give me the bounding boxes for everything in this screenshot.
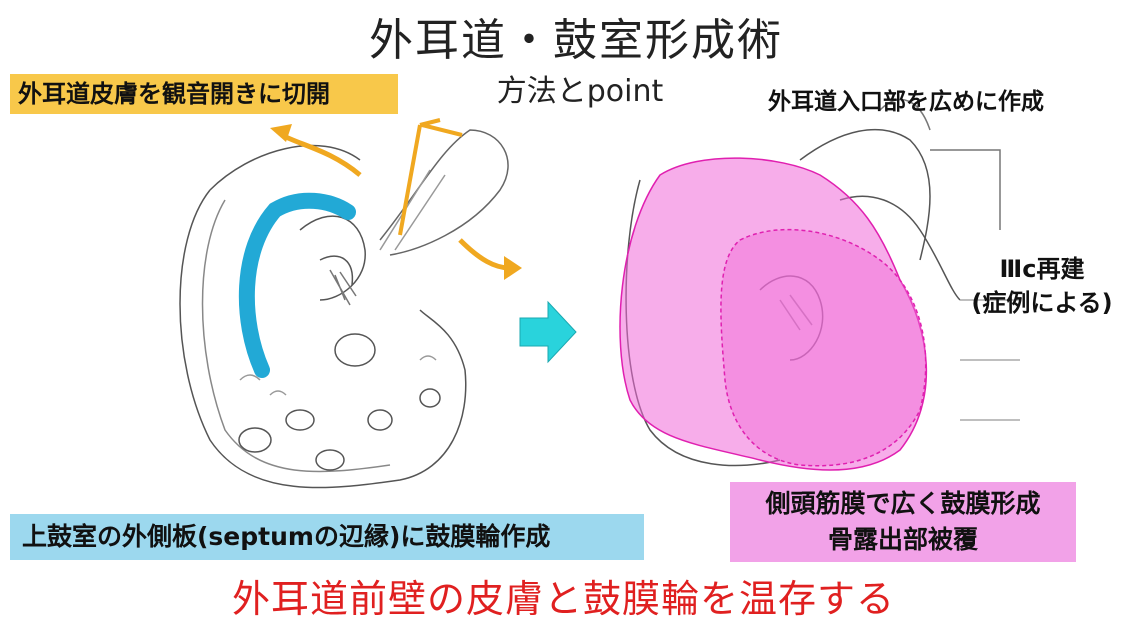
footer-note: 外耳道前壁の皮膚と鼓膜輪を温存する: [0, 568, 1127, 623]
left-ear-sketch: [180, 130, 508, 488]
arrow-head-right: [504, 256, 522, 280]
septum-highlight: [247, 201, 348, 370]
fascia-overlay-inner: [721, 230, 926, 466]
reconstruction-line2: (症例による): [958, 286, 1126, 320]
reconstruction-label: Ⅲc再建 (症例による): [958, 252, 1126, 320]
fascia-line1: 側頭筋膜で広く鼓膜形成: [730, 486, 1076, 522]
fascia-line2: 骨露出部被覆: [730, 522, 1076, 558]
fascia-label: 側頭筋膜で広く鼓膜形成 骨露出部被覆: [730, 482, 1076, 562]
page-title: 外耳道・鼓室形成術: [356, 4, 796, 68]
speculum-icon: [400, 120, 462, 235]
canal-entrance-label: 外耳道入口部を広めに作成: [768, 82, 1044, 116]
reconstruction-line1: Ⅲc再建: [958, 252, 1126, 286]
page-subtitle: 方法とpoint: [480, 66, 680, 110]
septum-label: 上鼓室の外側板(septumの辺縁)に鼓膜輪作成: [10, 514, 644, 560]
skin-incision-label: 外耳道皮膚を観音開きに切開: [10, 74, 398, 114]
next-arrow-icon: [520, 302, 576, 362]
